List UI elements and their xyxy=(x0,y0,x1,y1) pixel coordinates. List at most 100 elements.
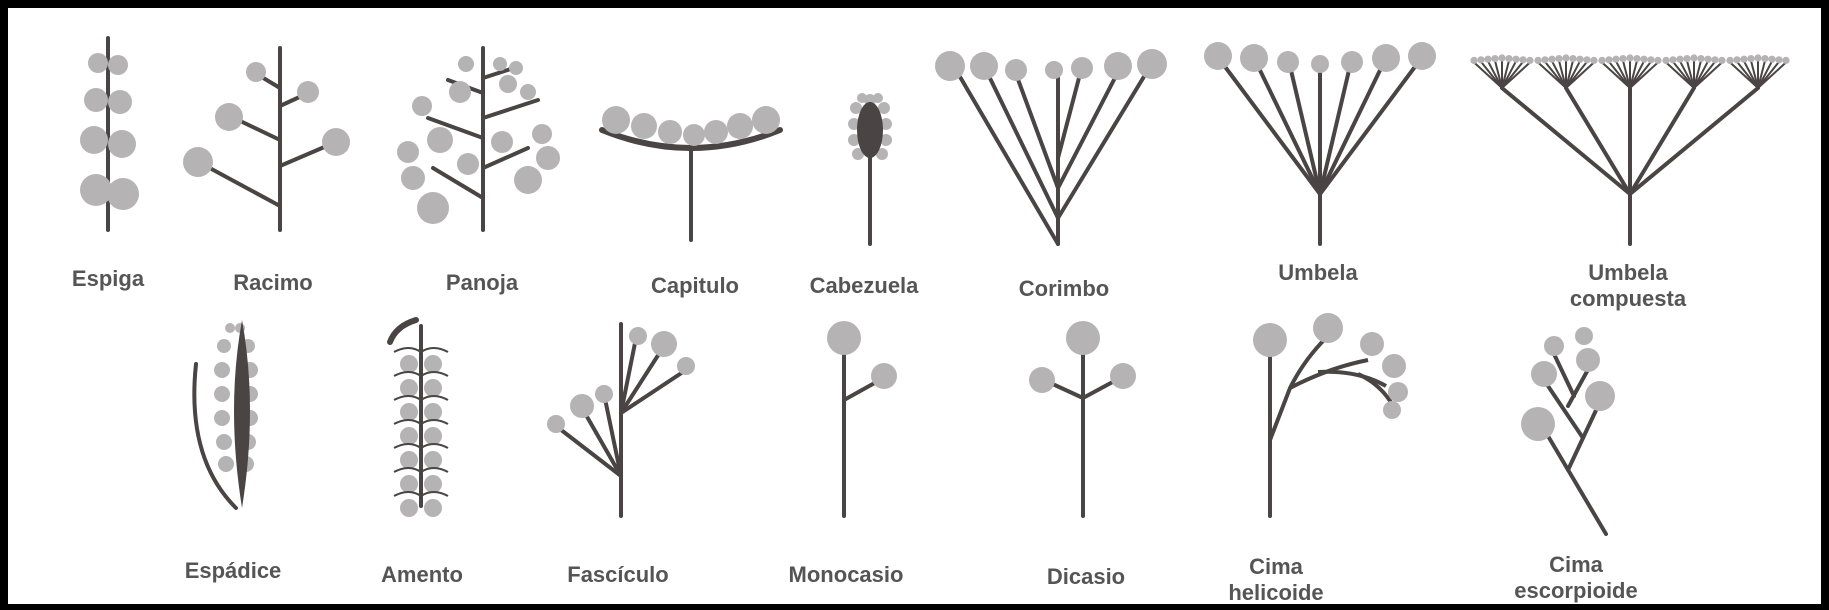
flower xyxy=(1311,55,1329,73)
flower xyxy=(225,323,235,333)
flower xyxy=(1526,57,1533,64)
cima-escorpioide-diagram: Cima escorpioide xyxy=(1514,327,1637,603)
flower xyxy=(536,146,560,170)
monocasio-diagram: Monocasio xyxy=(789,321,904,587)
flower xyxy=(857,93,867,103)
flower xyxy=(683,124,705,146)
flower xyxy=(1605,56,1612,63)
flower xyxy=(1029,367,1055,393)
flower xyxy=(88,53,108,73)
flower xyxy=(1647,56,1654,63)
flower xyxy=(1498,54,1505,61)
monocasio-label: Monocasio xyxy=(789,562,904,587)
flower xyxy=(400,499,418,517)
flower xyxy=(704,120,728,144)
stem xyxy=(483,100,538,118)
flower xyxy=(1598,57,1605,64)
flower xyxy=(214,362,230,378)
flower xyxy=(752,106,780,134)
corimbo-diagram: Corimbo xyxy=(935,49,1167,301)
flower xyxy=(570,394,594,418)
flower xyxy=(491,131,513,153)
flower xyxy=(1683,55,1690,62)
flower xyxy=(1240,44,1268,72)
espiga-diagram: Espiga xyxy=(72,38,145,291)
flower xyxy=(1521,407,1555,441)
flower xyxy=(1612,56,1619,63)
flower xyxy=(651,331,677,357)
flower xyxy=(1718,57,1725,64)
flower xyxy=(1005,59,1027,81)
flower xyxy=(400,451,418,469)
umbela-compuesta-label-1: Umbela xyxy=(1588,260,1668,285)
flower xyxy=(108,55,128,75)
flower xyxy=(458,56,474,72)
flower xyxy=(602,106,630,134)
flower xyxy=(1626,54,1633,61)
stem xyxy=(433,168,483,198)
flower xyxy=(400,403,418,421)
flower xyxy=(424,427,442,445)
stem xyxy=(1554,354,1574,396)
flower xyxy=(80,126,108,154)
espadice-diagram: Espádice xyxy=(185,320,282,583)
flower xyxy=(1576,56,1583,63)
corimbo-label: Corimbo xyxy=(1019,276,1109,301)
cima-helicoide-label-2: helicoide xyxy=(1228,580,1323,604)
fasciculo-label: Fascículo xyxy=(567,562,668,587)
cima-helicoide-diagram: Cima helicoide xyxy=(1228,313,1408,604)
cabezuela-diagram: Cabezuela xyxy=(810,93,920,298)
flower xyxy=(183,147,213,177)
flower xyxy=(1204,42,1232,70)
flower xyxy=(217,339,231,353)
panoja-label: Panoja xyxy=(446,270,519,295)
flower xyxy=(84,88,108,112)
flower xyxy=(1754,54,1761,61)
stem xyxy=(1058,70,1148,218)
flower xyxy=(1408,42,1436,70)
flower xyxy=(1477,56,1484,63)
flower xyxy=(1704,56,1711,63)
flower xyxy=(1372,44,1400,72)
flower xyxy=(1548,56,1555,63)
flower xyxy=(1253,323,1287,357)
flower xyxy=(1104,52,1132,80)
flower xyxy=(1747,55,1754,62)
flower xyxy=(1360,332,1384,356)
espadice-label: Espádice xyxy=(185,558,282,583)
flower xyxy=(108,130,136,158)
umbellet xyxy=(1470,54,1533,88)
flower xyxy=(397,141,419,163)
flower xyxy=(1740,56,1747,63)
umbellet xyxy=(1534,54,1597,88)
flower xyxy=(1676,56,1683,63)
flower xyxy=(424,451,442,469)
flower xyxy=(322,128,350,156)
capitulo-diagram: Capitulo xyxy=(602,106,780,298)
flower xyxy=(427,127,453,153)
umbela-compuesta-label-2: compuesta xyxy=(1570,286,1687,311)
flower xyxy=(214,410,230,426)
umbela-compuesta-diagram: Umbela compuesta xyxy=(1470,54,1789,311)
flower xyxy=(1562,54,1569,61)
flower xyxy=(400,427,418,445)
flower xyxy=(400,355,418,373)
umbela-diagram: Umbela xyxy=(1204,42,1436,285)
flower xyxy=(1726,57,1733,64)
flower xyxy=(1341,51,1363,73)
flower xyxy=(1512,56,1519,63)
flower xyxy=(215,103,243,131)
flower xyxy=(218,456,234,472)
flower xyxy=(1382,354,1406,378)
flower xyxy=(216,434,232,450)
cima-escorpioide-label-1: Cima xyxy=(1549,552,1604,577)
flower xyxy=(631,113,657,139)
flower xyxy=(1541,56,1548,63)
flower xyxy=(1640,56,1647,63)
flower xyxy=(873,93,883,103)
flower xyxy=(1585,381,1615,411)
flower xyxy=(1313,313,1343,343)
stem xyxy=(1566,88,1630,194)
cima-escorpioide-label-2: escorpioide xyxy=(1514,578,1637,603)
